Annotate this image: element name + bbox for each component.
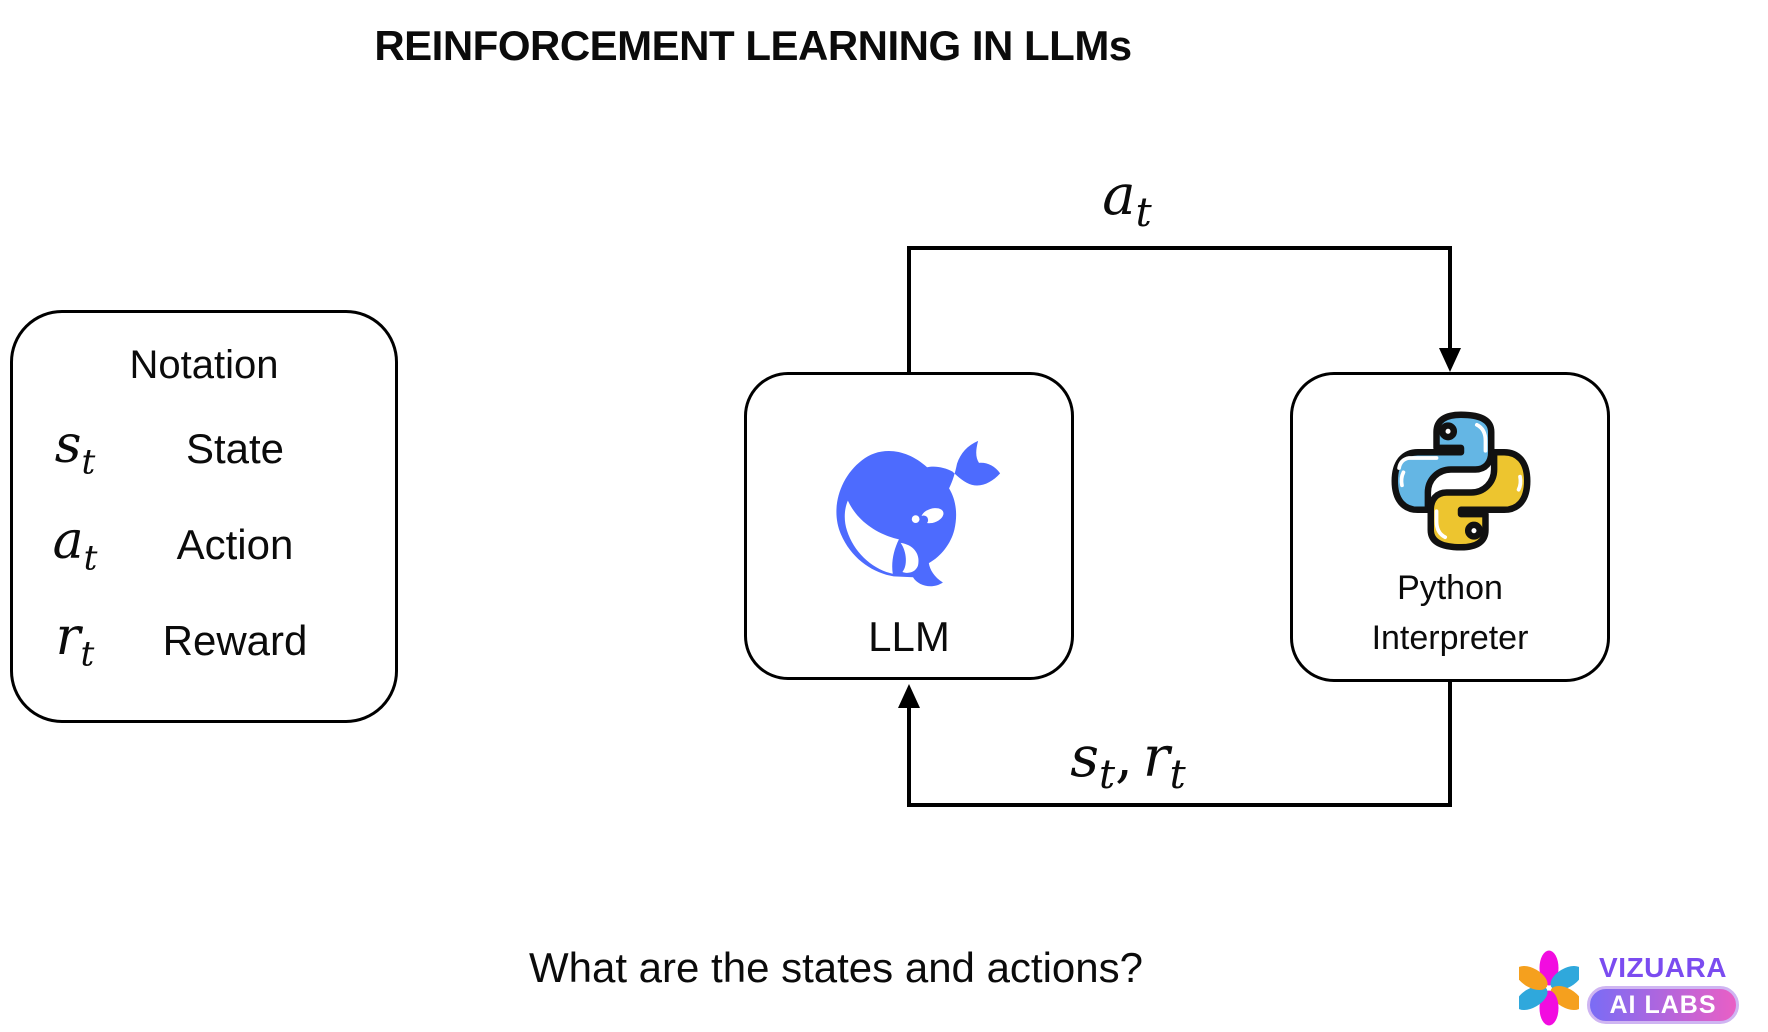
brand-badge-text: AI LABS <box>1609 990 1717 1019</box>
notation-row-reward: rt Reward <box>13 610 395 672</box>
reward-label: Reward <box>162 617 308 664</box>
brand-badge: AI LABS <box>1587 986 1739 1024</box>
deepseek-whale-icon <box>836 440 1001 587</box>
page-title: REINFORCEMENT LEARNING IN LLMs <box>374 22 1132 69</box>
state-label: State <box>185 425 285 472</box>
action-arrow-label: at <box>1102 163 1152 237</box>
python-icon <box>1391 411 1531 551</box>
llm-node-label: LLM <box>868 613 950 660</box>
brand-name: VIZUARA <box>1599 952 1727 983</box>
whale-eye <box>911 508 944 525</box>
state-symbol: st <box>54 414 96 483</box>
notation-row-state: st State <box>13 418 395 480</box>
notation-panel: Notation st State at Action rt Reward <box>10 310 398 723</box>
notation-rows: st State at Action rt Reward <box>13 418 395 672</box>
notation-row-action: at Action <box>13 514 395 576</box>
notation-header: Notation <box>129 343 279 387</box>
question-text: What are the states and actions? <box>528 944 1144 991</box>
vizuara-flower-icon <box>1519 950 1579 1026</box>
action-label: Action <box>176 521 294 568</box>
state-reward-arrow-label: st,rt <box>1070 725 1186 799</box>
action-symbol: at <box>52 510 98 579</box>
action-arrow <box>907 246 1461 372</box>
python-node-label-line2: Interpreter <box>1371 619 1529 657</box>
vizuara-logo: VIZUARA AI LABS <box>1519 948 1759 1028</box>
reward-symbol: rt <box>55 606 95 675</box>
python-node-label-line1: Python <box>1397 569 1503 607</box>
llm-node: LLM <box>744 372 1074 680</box>
python-interpreter-node: Python Interpreter <box>1290 372 1610 682</box>
python-node-label: Python Interpreter <box>1293 563 1607 663</box>
